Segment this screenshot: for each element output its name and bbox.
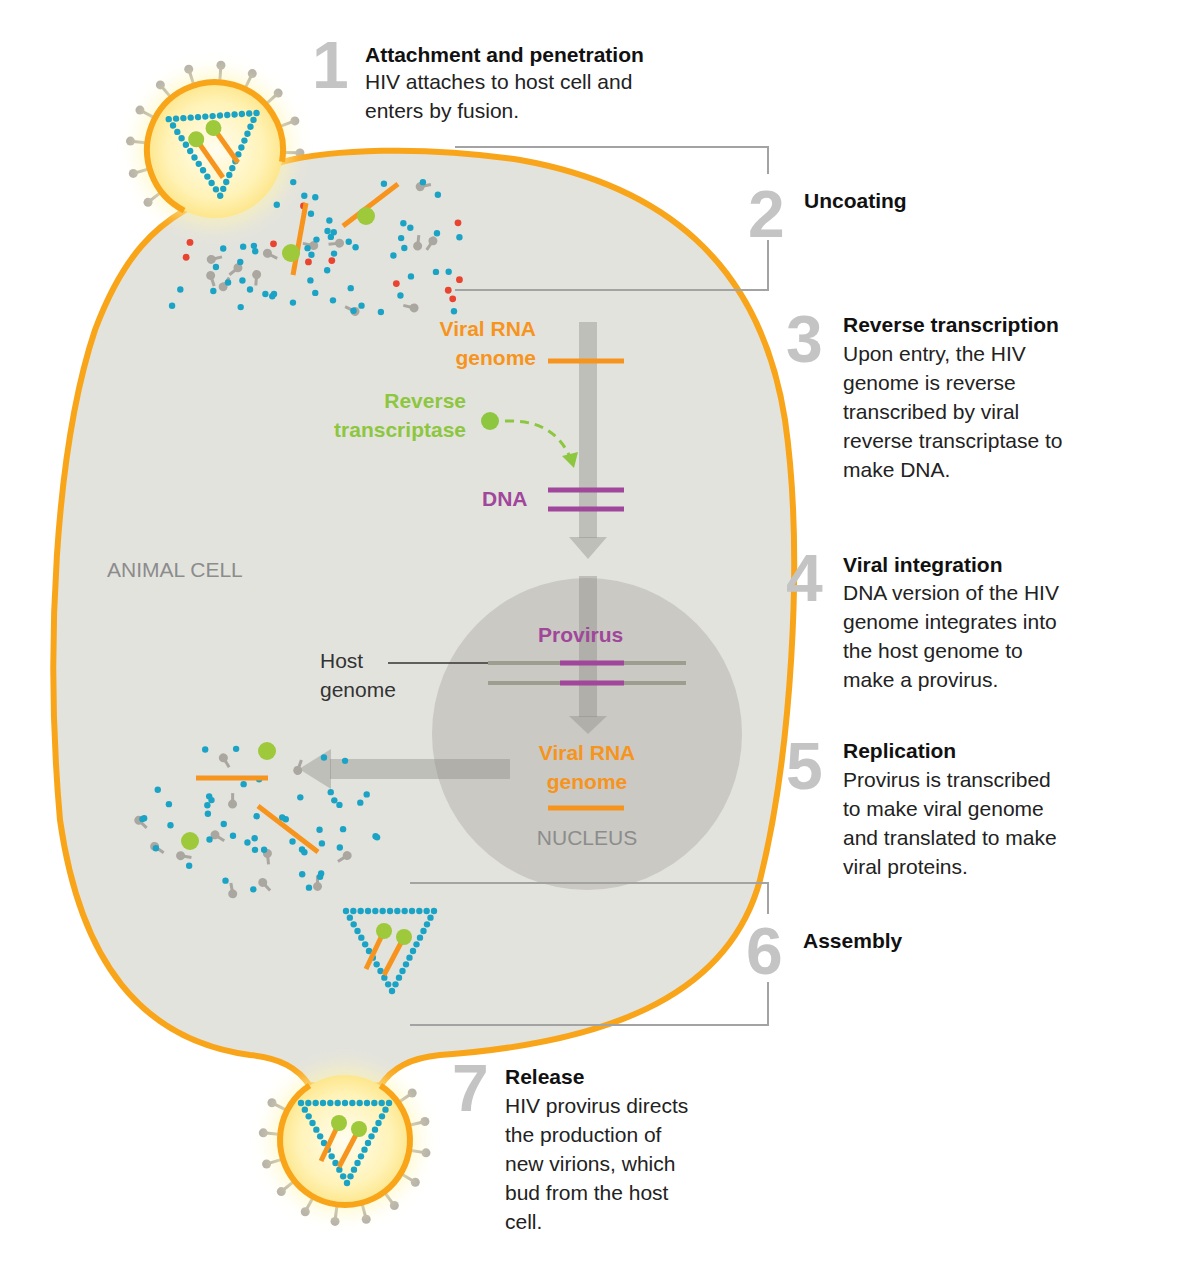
spike-head (390, 1201, 399, 1210)
spike-head (331, 1217, 340, 1226)
spike-head (216, 61, 225, 70)
cell-membrane (53, 151, 794, 1086)
step-heading: Assembly (803, 926, 1053, 955)
bud-fill (280, 1075, 410, 1205)
spike-head (267, 1098, 276, 1107)
step-heading: Reverse transcription (843, 310, 1163, 339)
step-description: Upon entry, the HIV genome is reverse tr… (843, 339, 1063, 484)
step-description: HIV attaches to host cell and enters by … (365, 67, 665, 125)
spike-head (248, 69, 257, 78)
spike-head (126, 137, 135, 146)
spike-head (362, 1215, 371, 1224)
step-number: 5 (786, 733, 846, 799)
step-heading: Replication (843, 736, 1163, 765)
step-heading: Uncoating (804, 186, 1054, 215)
step-number: 2 (748, 181, 808, 247)
step-heading: Viral integration (843, 550, 1163, 579)
step-number: 1 (312, 32, 372, 98)
spike-head (411, 1178, 420, 1187)
bud-glow (137, 72, 293, 228)
compartment-label: ANIMAL CELL (107, 555, 327, 584)
bud-membrane (147, 82, 283, 211)
spike-head (274, 89, 283, 98)
spike-head (259, 1128, 268, 1137)
step-number: 3 (786, 306, 846, 372)
spike-head (156, 80, 165, 89)
nucleus-shape: NUCLEUS (432, 578, 742, 890)
spike-head (184, 65, 193, 74)
spike-head (408, 1088, 417, 1097)
step-description: HIV provirus directs the production of n… (505, 1091, 700, 1236)
spike-head (135, 106, 144, 115)
step-number: 6 (746, 918, 806, 984)
nucleus-outline (432, 578, 742, 890)
spike-head (277, 1187, 286, 1196)
compartment-label: NUCLEUS (432, 823, 742, 852)
bud-glow (270, 1065, 420, 1215)
spike-head (290, 116, 299, 125)
step-description: Provirus is transcribed to make viral ge… (843, 765, 1071, 881)
step-number: 7 (452, 1055, 512, 1121)
spike-head (421, 1148, 430, 1157)
spike-head (301, 1207, 310, 1216)
spike-head (129, 169, 138, 178)
step-heading: Attachment and penetration (365, 40, 745, 69)
step-heading: Release (505, 1062, 755, 1091)
cell-shape: ANIMAL CELL NUCLEUS (0, 0, 810, 1282)
bud-fill (147, 82, 283, 218)
spike-head (144, 198, 153, 207)
spike-head (420, 1117, 429, 1126)
step-description: DNA version of the HIV genome integrates… (843, 578, 1078, 694)
bud-membrane (280, 1086, 410, 1206)
spike-head (262, 1159, 271, 1168)
